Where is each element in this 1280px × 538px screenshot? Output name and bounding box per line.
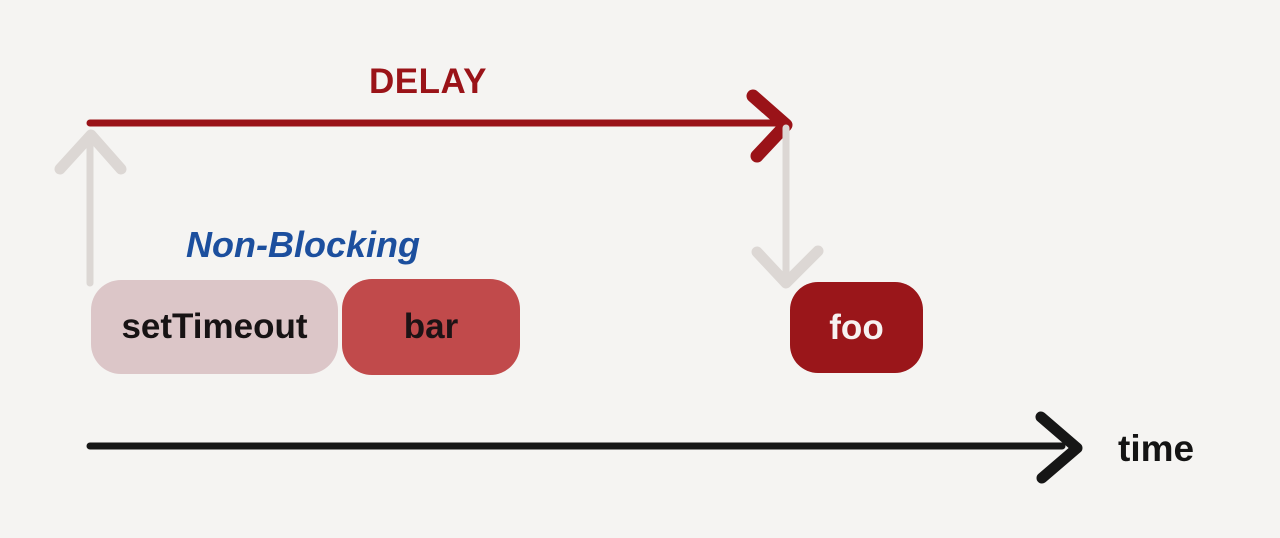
time-axis-label: time (1118, 428, 1195, 469)
callback-down-arrow-head-icon (751, 245, 824, 289)
time-axis-arrow (86, 411, 1083, 484)
settimeout-box-label: setTimeout (121, 307, 308, 346)
settimeout-box: setTimeout (91, 280, 338, 374)
schedule-up-arrow (54, 129, 127, 287)
foo-box: foo (790, 282, 923, 373)
schedule-up-arrow-head-icon (54, 129, 127, 175)
bar-box: bar (342, 279, 520, 375)
bar-box-label: bar (403, 307, 459, 346)
delay-label: DELAY (369, 62, 487, 101)
non-blocking-label: Non-Blocking (186, 224, 420, 265)
foo-box-label: foo (829, 307, 884, 347)
callback-down-arrow (751, 124, 824, 289)
time-axis-arrow-head-icon (1035, 411, 1083, 484)
delay-arrow (86, 89, 793, 163)
